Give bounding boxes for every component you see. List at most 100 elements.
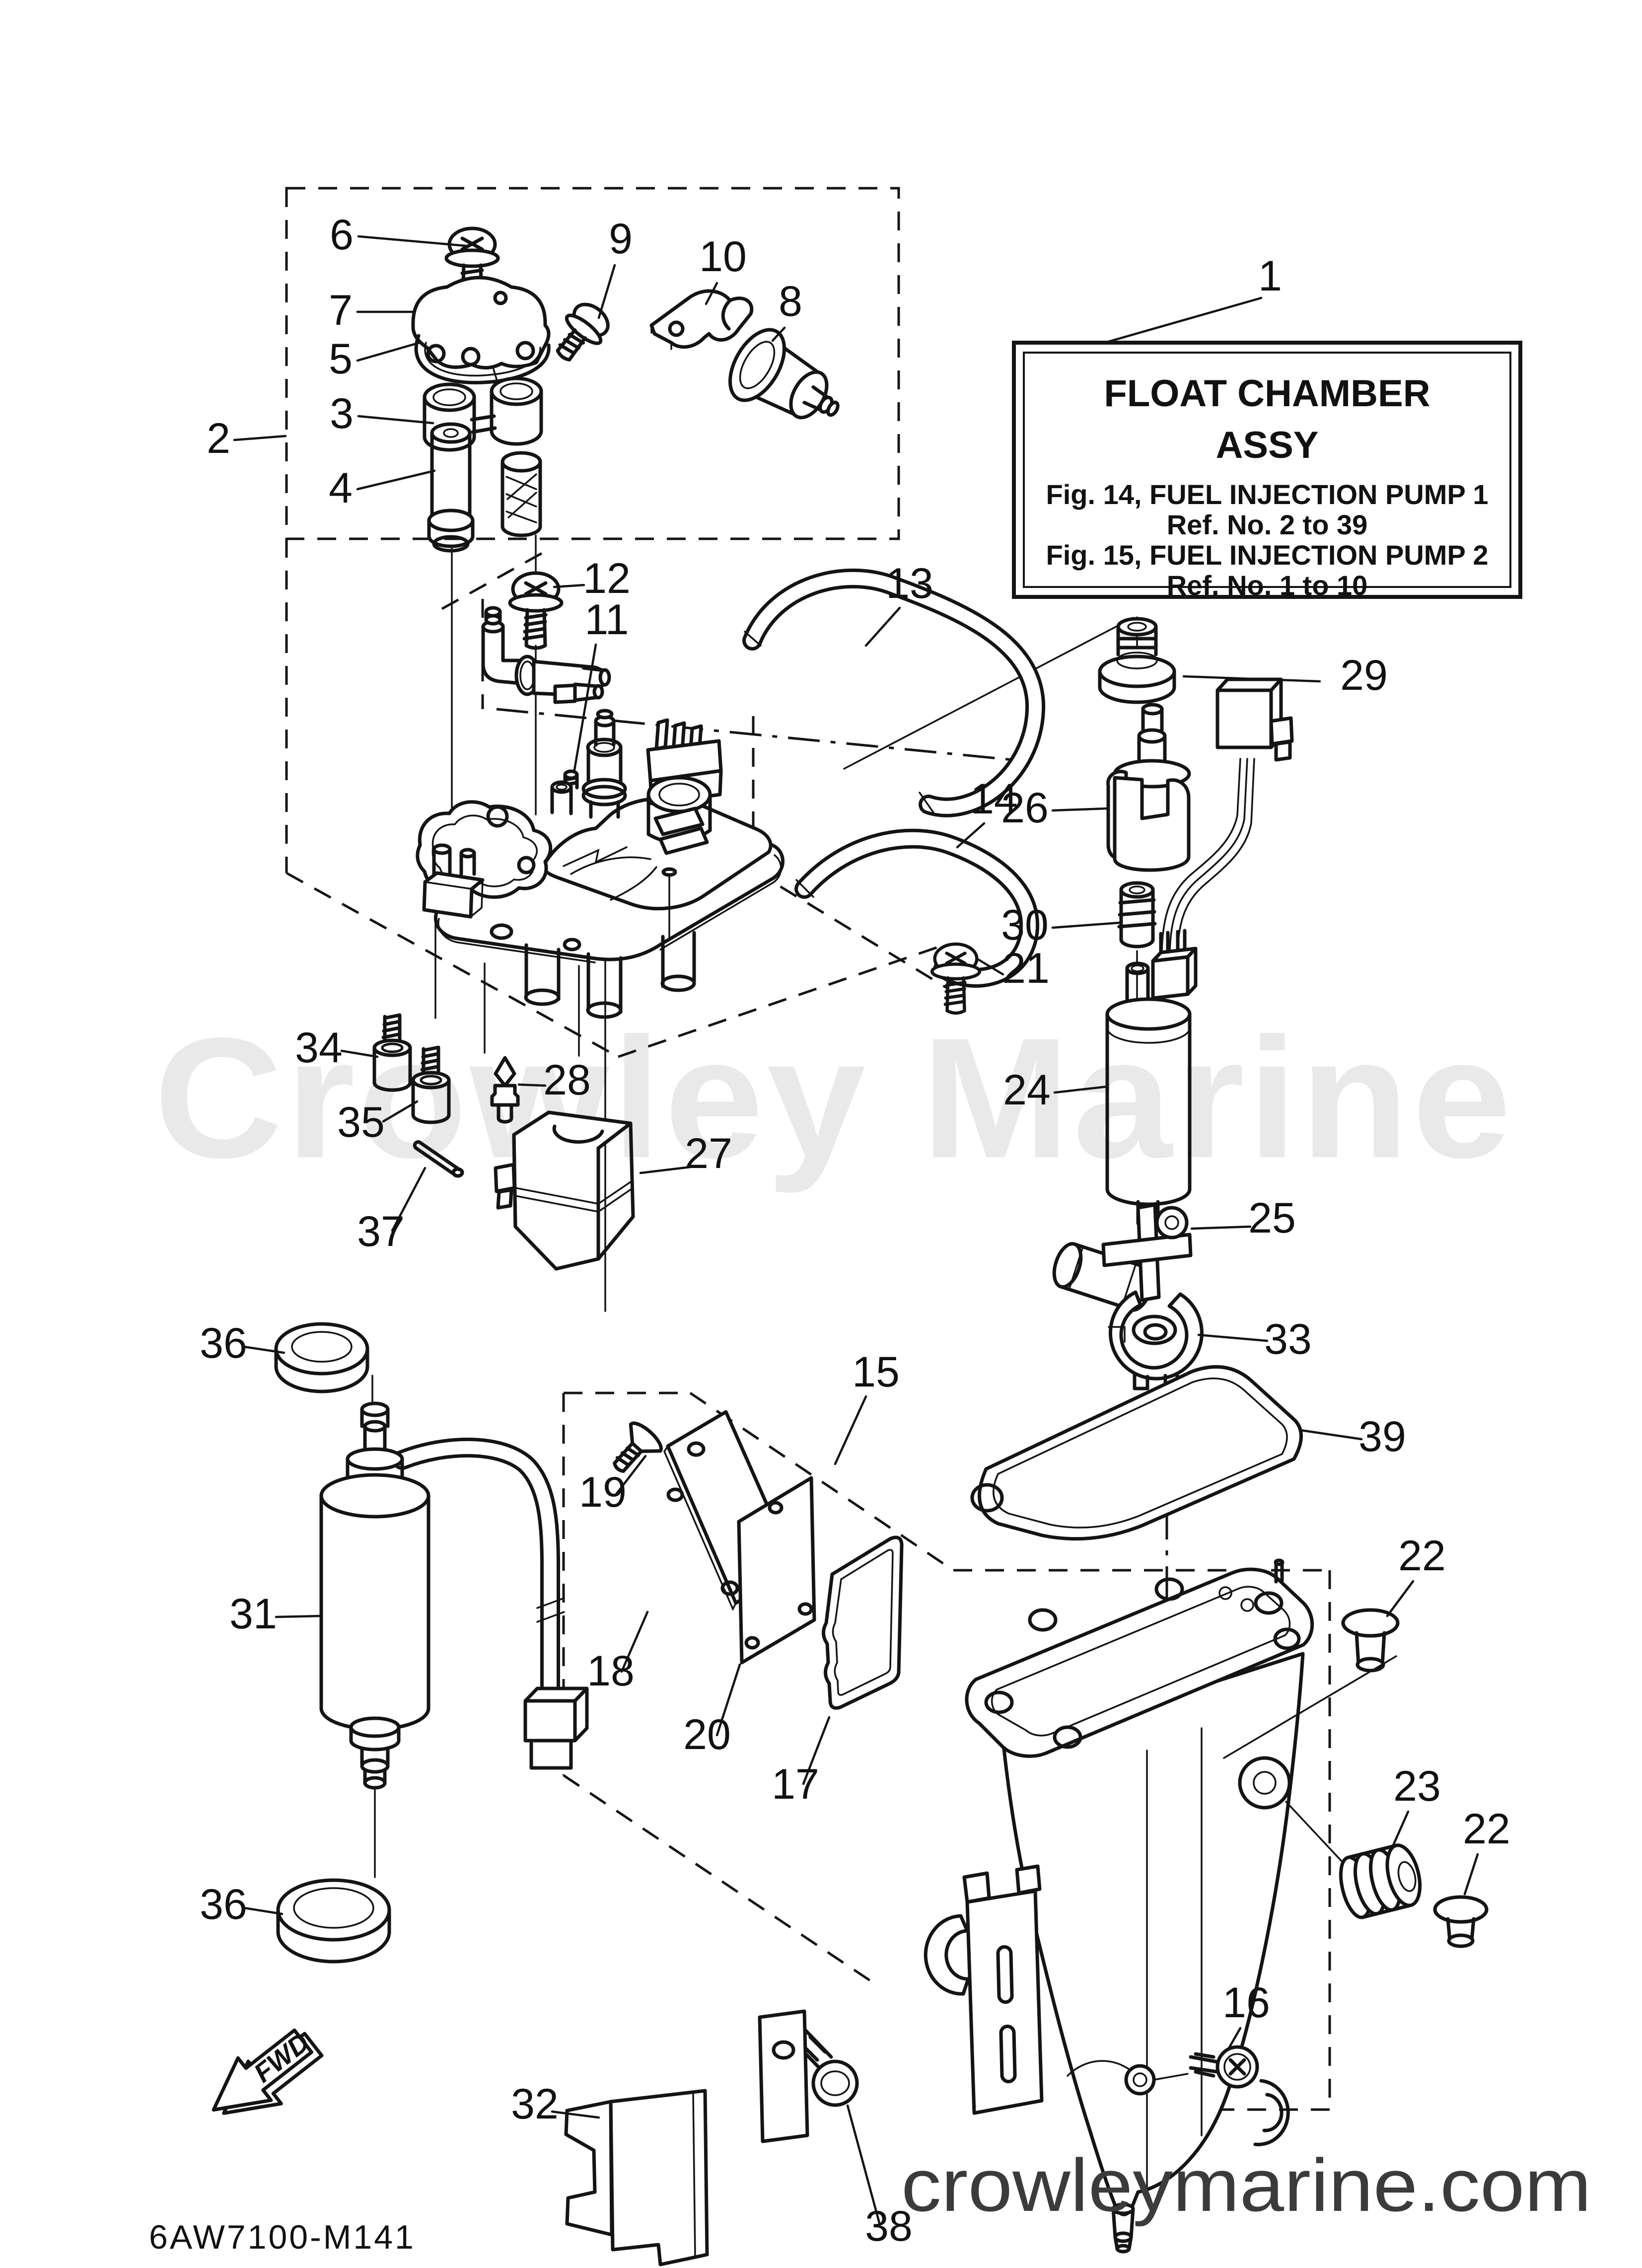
- callout-leader-4: [356, 469, 436, 491]
- callout-leader-15: [834, 1395, 867, 1465]
- callout-leader-5: [356, 341, 421, 362]
- callout-22: 22: [1463, 1805, 1510, 1853]
- callout-15: 15: [852, 1348, 900, 1396]
- part-39-gasket: [970, 1365, 1303, 1541]
- callout-leader-14: [956, 822, 986, 849]
- part-36a-cushion-ring: [274, 1322, 369, 1393]
- callout-25: 25: [1248, 1194, 1296, 1242]
- part-26-filter-cup: [1106, 703, 1191, 872]
- callout-leader-16: [1227, 2027, 1242, 2050]
- part-36b-cushion-ring: [276, 1878, 391, 1964]
- part-32-bracket: [564, 2089, 709, 2267]
- callout-leader-6: [357, 235, 467, 247]
- part-22b-plug: [1433, 1895, 1489, 1948]
- callout-10: 10: [699, 233, 747, 281]
- callout-30: 30: [1001, 901, 1049, 949]
- part-10-bracket: [649, 289, 754, 350]
- callout-leader-18: [620, 1610, 649, 1673]
- callout-1: 1: [1258, 252, 1282, 300]
- part-4-collar: [427, 422, 475, 553]
- callout-leader-33: [1197, 1333, 1269, 1342]
- callout-18: 18: [587, 1647, 635, 1695]
- part-8-regulator: [728, 328, 840, 420]
- info-box-line3: Fig. 15, FUEL INJECTION PUMP 2: [1046, 539, 1489, 571]
- callout-21: 21: [1002, 945, 1050, 992]
- callout-leader-19: [614, 1455, 647, 1496]
- callout-leader-22: [1386, 1580, 1415, 1617]
- callout-leader-9: [597, 264, 616, 319]
- part-37-pin: [413, 1140, 464, 1178]
- callout-31: 31: [229, 1590, 277, 1638]
- callout-37: 37: [357, 1208, 405, 1255]
- callout-leader-2: [233, 435, 287, 441]
- callout-7: 7: [329, 287, 353, 334]
- part-25-holder: [1052, 1203, 1193, 1312]
- part-code: 6AW7100-M141: [149, 2218, 416, 2256]
- part-29-grommet: [1098, 617, 1176, 704]
- callout-leader-36: [243, 1345, 286, 1354]
- callout-leader-28: [517, 1083, 547, 1087]
- callout-4: 4: [329, 464, 353, 512]
- callout-28: 28: [543, 1056, 591, 1104]
- callout-29: 29: [1340, 652, 1388, 699]
- callout-8: 8: [779, 278, 802, 325]
- info-box-line4: Ref. No. 1 to 10: [1167, 570, 1368, 601]
- callout-leader-23: [1391, 1810, 1410, 1849]
- part-16-screw: [1189, 2045, 1259, 2089]
- info-box-title1: FLOAT CHAMBER: [1104, 372, 1430, 415]
- part-13-hose: [742, 568, 1046, 817]
- callout-22: 22: [1398, 1532, 1446, 1580]
- part-19-screw: [613, 1421, 663, 1473]
- callout-38: 38: [865, 2202, 913, 2250]
- callout-20: 20: [683, 1711, 731, 1758]
- part-20-diaphragm: [737, 1476, 816, 1665]
- callout-35: 35: [337, 1098, 385, 1146]
- part-7-fitting-cover: [411, 276, 551, 370]
- callout-33: 33: [1264, 1316, 1312, 1363]
- info-box-line2: Ref. No. 2 to 39: [1167, 509, 1368, 540]
- part-5-gasket: [414, 334, 551, 384]
- callout-23: 23: [1393, 1762, 1441, 1810]
- callout-leader-11: [573, 643, 597, 771]
- callout-leader-36: [243, 1906, 284, 1915]
- callout-5: 5: [329, 335, 353, 383]
- callout-leader-38: [846, 2104, 881, 2226]
- callout-6: 6: [330, 211, 354, 259]
- callout-leader-37: [391, 1167, 427, 1232]
- part-31-fuel-filter: [319, 1401, 589, 1790]
- callout-leader-39: [1299, 1429, 1363, 1441]
- info-box-inner: [1023, 352, 1511, 588]
- info-box-outer: [1012, 341, 1522, 599]
- callout-leader-3: [357, 415, 434, 425]
- callout-32: 32: [511, 2080, 559, 2128]
- part-30-strainer: [1117, 881, 1157, 949]
- website[interactable]: crowleymarine.com: [901, 2143, 1591, 2227]
- callout-leader-34: [340, 1049, 379, 1058]
- callout-leader-10: [705, 282, 718, 305]
- callout-leader-22: [1463, 1853, 1479, 1896]
- part-28-needle-valve: [490, 1056, 520, 1124]
- callout-26: 26: [1001, 784, 1049, 832]
- callout-leader-32: [551, 2110, 600, 2119]
- callout-leader-8: [771, 326, 786, 342]
- callout-36: 36: [200, 1881, 247, 1928]
- part-24-fuel-pump: [1105, 677, 1294, 1229]
- info-box-title2: ASSY: [1216, 424, 1319, 466]
- callout-leader-25: [1190, 1225, 1252, 1230]
- callout-3: 3: [330, 390, 354, 438]
- callout-leader-29: [1182, 675, 1321, 683]
- callout-16: 16: [1222, 1979, 1270, 2027]
- part-17-gasket: [822, 1536, 904, 1710]
- callout-leader-13: [864, 606, 901, 647]
- callout-27: 27: [685, 1130, 732, 1177]
- callout-leader-26: [1051, 807, 1109, 812]
- callout-leader-35: [382, 1100, 419, 1123]
- part-pump-body: [416, 709, 785, 1019]
- part-27-float-cover: [494, 1110, 635, 1271]
- callout-leader-30: [1051, 921, 1122, 929]
- watermark-text: Crowley Marine: [154, 1003, 1514, 1194]
- callout-9: 9: [609, 215, 633, 263]
